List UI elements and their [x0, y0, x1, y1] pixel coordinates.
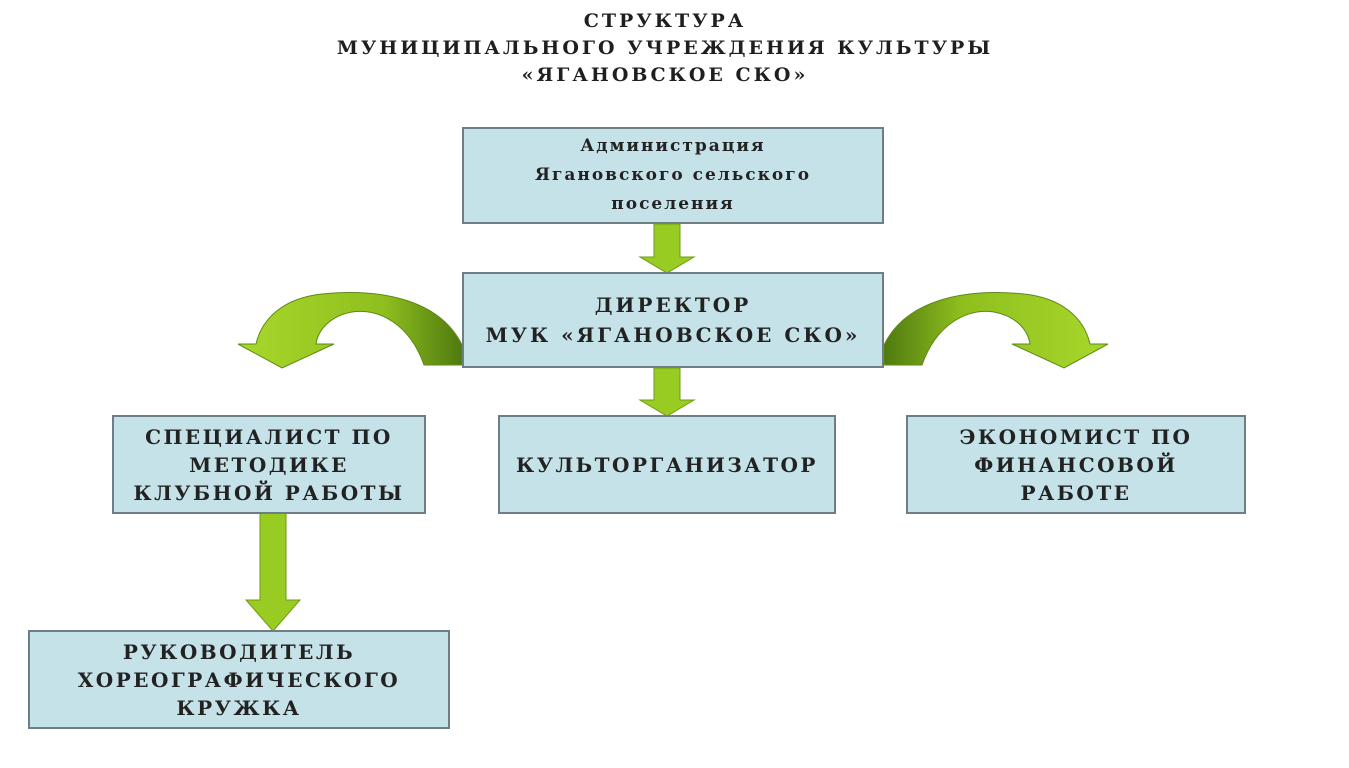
node-methodist: СПЕЦИАЛИСТ ПО МЕТОДИКЕ КЛУБНОЙ РАБОТЫ [112, 415, 426, 514]
arrow-methodist-to-choreography [244, 511, 302, 632]
node-administration-label: Администрация Ягановского сельского посе… [534, 136, 812, 214]
node-choreography-head-label: РУКОВОДИТЕЛЬ ХОРЕОГРАФИЧЕСКОГО КРУЖКА [77, 639, 401, 720]
node-choreography-head: РУКОВОДИТЕЛЬ ХОРЕОГРАФИЧЕСКОГО КРУЖКА [28, 630, 450, 729]
arrow-director-to-methodist [237, 292, 463, 369]
node-economist-label: ЭКОНОМИСТ ПО ФИНАНСОВОЙ РАБОТЕ [959, 424, 1193, 505]
node-director: ДИРЕКТОР МУК «ЯГАНОВСКОЕ СКО» [462, 272, 884, 368]
node-culture-organizer-label: КУЛЬТОРГАНИЗАТОР [516, 452, 818, 477]
title-line-1: СТРУКТУРА [583, 10, 747, 32]
title-line-3: «ЯГАНОВСКОЕ СКО» [521, 64, 809, 86]
node-economist: ЭКОНОМИСТ ПО ФИНАНСОВОЙ РАБОТЕ [906, 415, 1246, 514]
node-director-label: ДИРЕКТОР МУК «ЯГАНОВСКОЕ СКО» [485, 293, 861, 347]
node-culture-organizer: КУЛЬТОРГАНИЗАТОР [498, 415, 836, 514]
node-methodist-label: СПЕЦИАЛИСТ ПО МЕТОДИКЕ КЛУБНОЙ РАБОТЫ [133, 424, 405, 505]
node-administration: Администрация Ягановского сельского посе… [462, 127, 884, 224]
arrow-admin-to-director [638, 223, 696, 274]
diagram-title: СТРУКТУРА МУНИЦИПАЛЬНОГО УЧРЕЖДЕНИЯ КУЛЬ… [300, 8, 1030, 89]
arrow-director-to-culture-organizer [638, 367, 696, 417]
arrow-director-to-economist [883, 292, 1109, 369]
title-line-2: МУНИЦИПАЛЬНОГО УЧРЕЖДЕНИЯ КУЛЬТУРЫ [336, 37, 994, 59]
